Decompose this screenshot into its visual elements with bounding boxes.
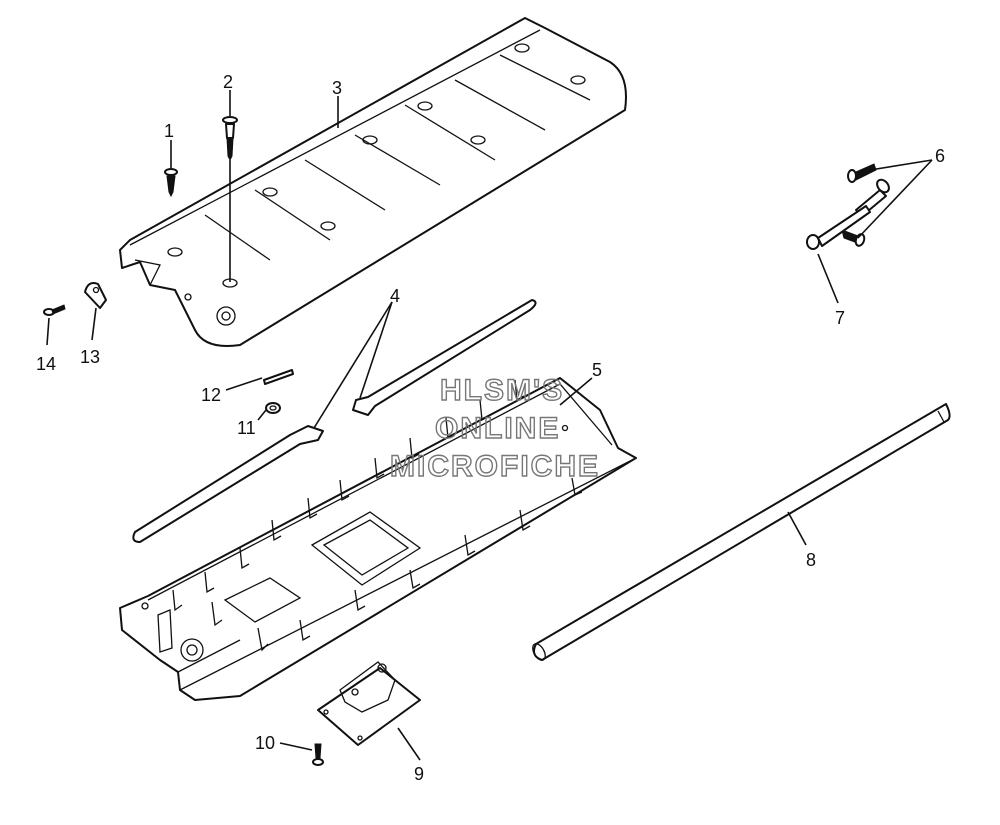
part-14-screw: [43, 304, 66, 316]
callout-6: 6: [935, 146, 945, 166]
callout-8: 8: [806, 550, 816, 570]
part-5-lower-housing: [119, 377, 637, 701]
watermark: HLSM'S ONLINE MICROFICHE: [389, 373, 600, 483]
callout-11: 11: [237, 418, 256, 438]
callout-5: 5: [592, 360, 602, 380]
part-4-straps: [132, 299, 537, 543]
callout-13: 13: [80, 347, 100, 367]
part-10-screw: [312, 743, 324, 766]
callout-10: 10: [255, 733, 275, 753]
part-9-latch-plate: [317, 661, 421, 746]
callout-labels: 1 2 3 4 5 6 7 8 9 10 11 12 13 14: [36, 72, 945, 784]
part-7-pin: [806, 205, 871, 250]
leader-lines: [46, 90, 933, 761]
callout-2: 2: [223, 72, 233, 92]
callout-7: 7: [835, 308, 845, 328]
part-1-screw: [164, 168, 178, 198]
watermark-line-2: ONLINE: [435, 412, 560, 445]
part-3-upper-cover: [119, 17, 627, 347]
part-11-washer: [265, 402, 281, 414]
part-8-tube: [532, 403, 951, 661]
watermark-line-3: MICROFICHE: [390, 450, 600, 483]
callout-9: 9: [414, 764, 424, 784]
part-13-clip: [84, 282, 107, 309]
part-2-long-screw: [222, 116, 238, 162]
watermark-line-1: HLSM'S: [440, 374, 564, 407]
callout-14: 14: [36, 354, 56, 374]
callout-4: 4: [390, 286, 400, 306]
callout-12: 12: [201, 385, 221, 405]
part-12-cotter-pin: [263, 369, 294, 385]
callout-1: 1: [164, 121, 174, 141]
callout-3: 3: [332, 78, 342, 98]
